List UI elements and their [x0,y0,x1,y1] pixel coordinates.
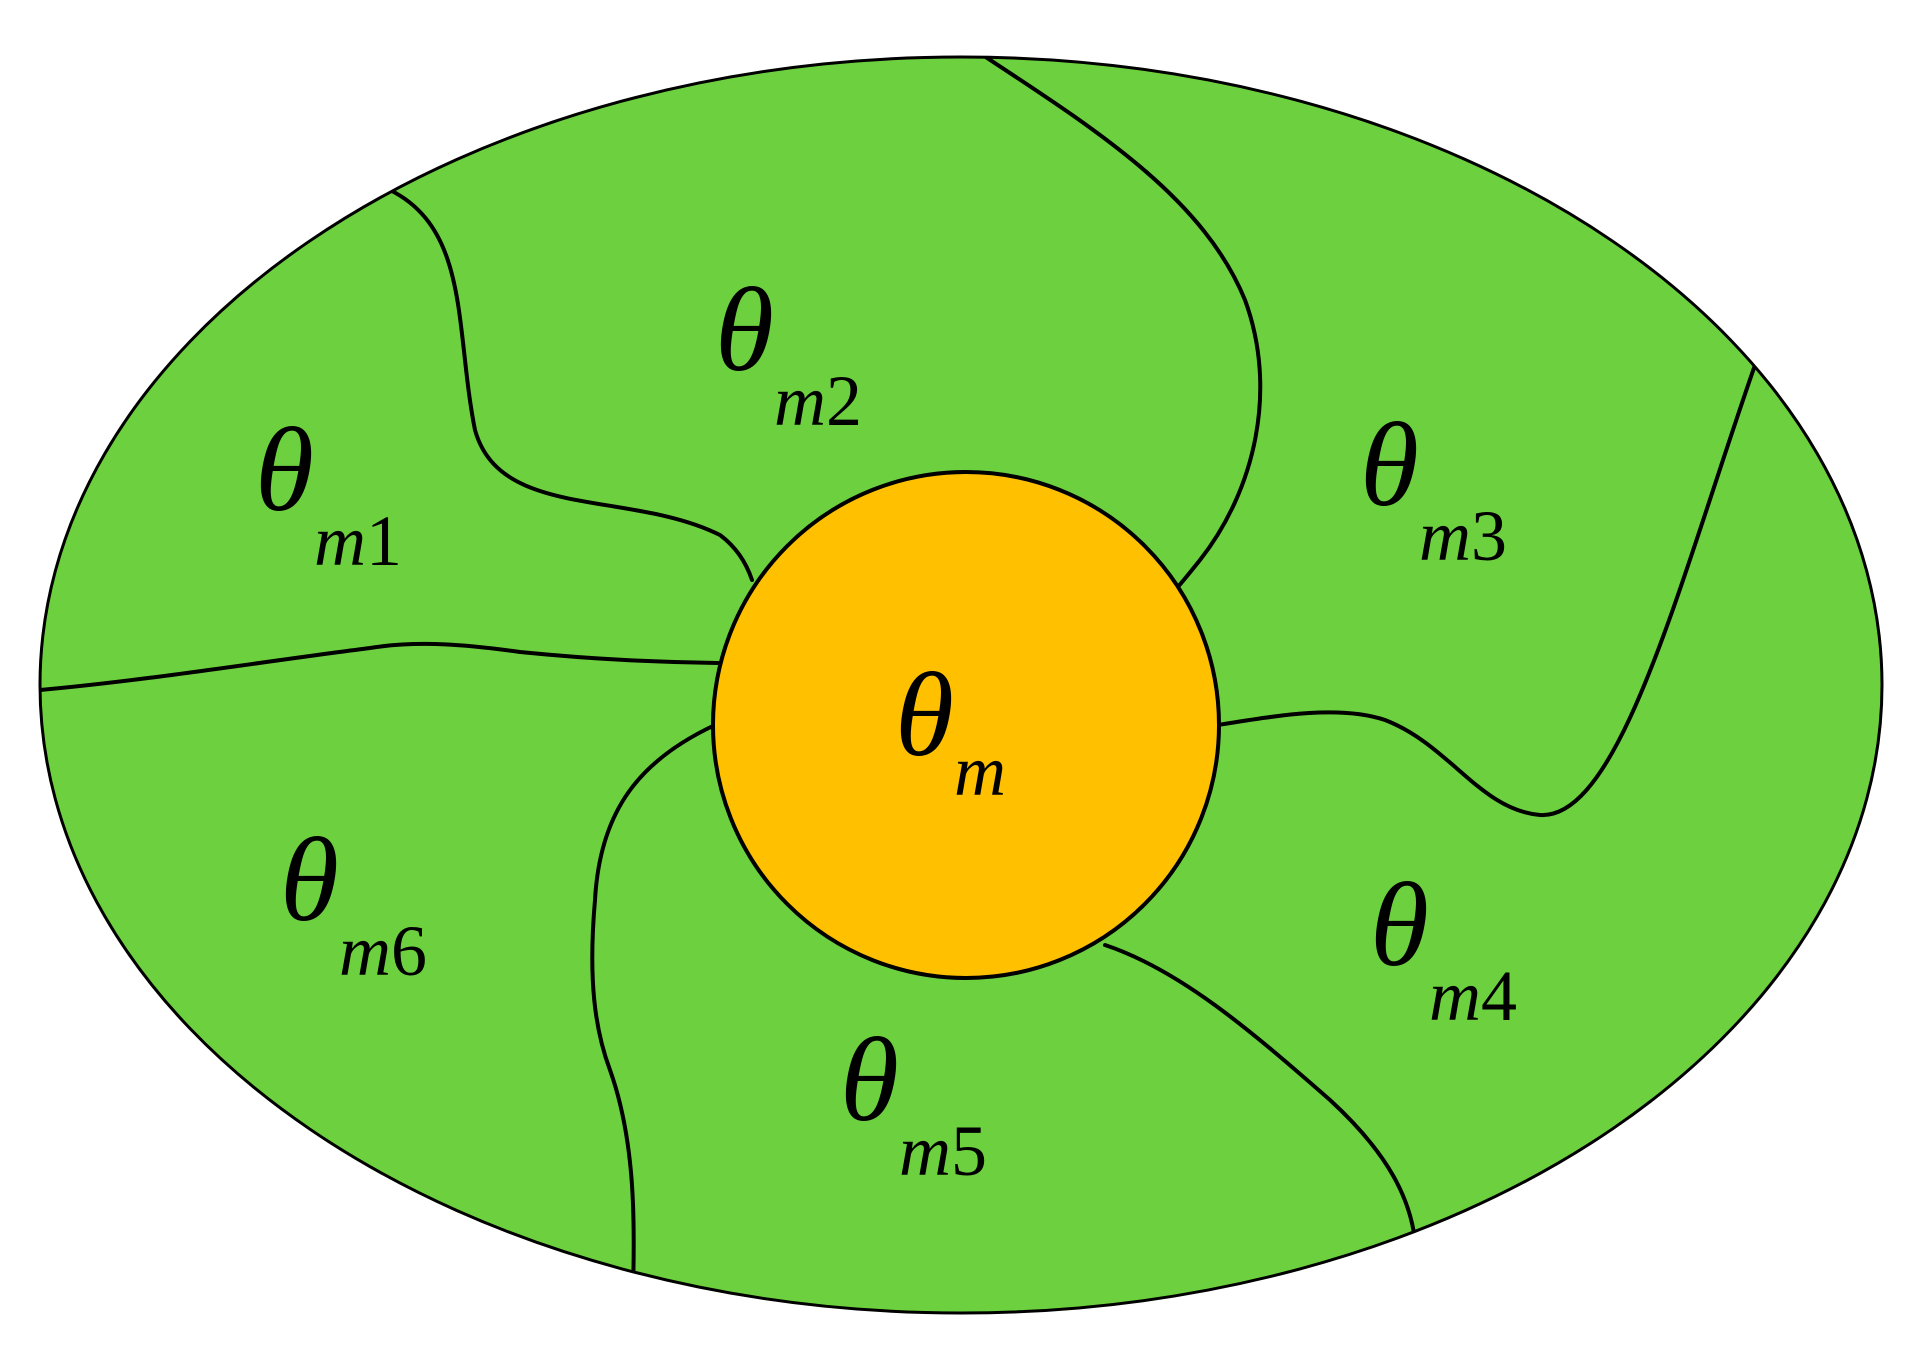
center-grain [711,470,1221,980]
label-region-6: θm6 [280,813,427,991]
boundary-m3-m4 [1216,363,1757,818]
boundary-m4-m5 [1103,943,1417,1242]
boundary-m6-m1 [40,641,720,692]
label-region-3: θm3 [1360,398,1507,576]
label-region-5: θm5 [840,1013,987,1191]
boundary-m5-m6 [590,723,717,1292]
boundary-m2-m3 [958,57,1263,592]
center-symbol: θ [895,648,954,781]
label-region-1: θm1 [255,403,402,581]
boundary-m1-m2 [388,188,754,582]
grain-boundaries [40,57,1757,1292]
label-region-2: θm2 [715,263,862,441]
label-region-4: θm4 [1370,858,1517,1036]
center-label: θm [895,648,1006,811]
center-subscript: m [954,731,1006,811]
